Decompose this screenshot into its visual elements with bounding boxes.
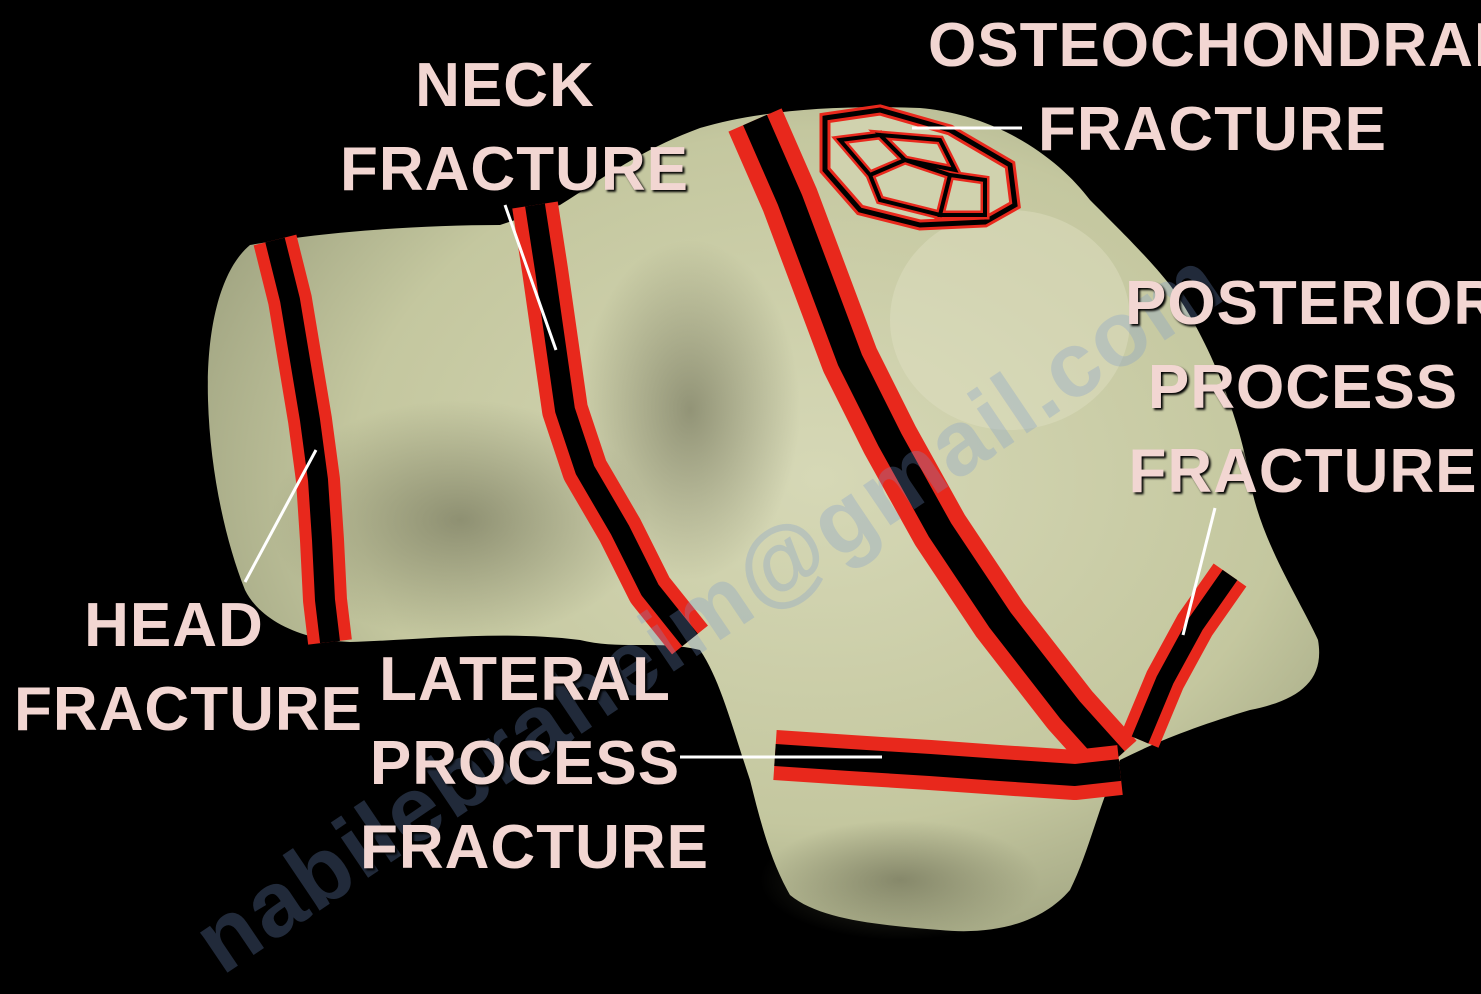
bone-highlight xyxy=(890,210,1130,430)
bone-shadow-lower xyxy=(760,820,1040,940)
posterior-label-line1: POSTERIOR xyxy=(1125,262,1481,346)
lateral-label-line2: PROCESS xyxy=(360,722,690,806)
posterior-process-fracture-label: POSTERIOR PROCESS FRACTURE xyxy=(1125,262,1481,514)
neck-label-line1: NECK xyxy=(340,44,670,128)
lateral-label-line1: LATERAL xyxy=(360,638,690,722)
lateral-label-line3: FRACTURE xyxy=(360,806,690,890)
neck-fracture-label: NECK FRACTURE xyxy=(340,44,670,212)
posterior-label-line2: PROCESS xyxy=(1125,346,1481,430)
neck-label-line2: FRACTURE xyxy=(340,128,670,212)
lateral-process-fracture-label: LATERAL PROCESS FRACTURE xyxy=(360,638,690,890)
osteochondral-label-line1: OSTEOCHONDRAL xyxy=(928,4,1481,88)
diagram-canvas: nabilebraheim@gmail.com OSTEOCHONDRAL FR… xyxy=(0,0,1481,947)
osteochondral-fracture-label: OSTEOCHONDRAL FRACTURE xyxy=(928,4,1481,172)
head-label-line1: HEAD xyxy=(14,584,334,668)
head-fracture-label: HEAD FRACTURE xyxy=(14,584,334,752)
posterior-label-line3: FRACTURE xyxy=(1125,430,1481,514)
osteochondral-label-line2: FRACTURE xyxy=(928,88,1481,172)
head-label-line2: FRACTURE xyxy=(14,668,334,752)
